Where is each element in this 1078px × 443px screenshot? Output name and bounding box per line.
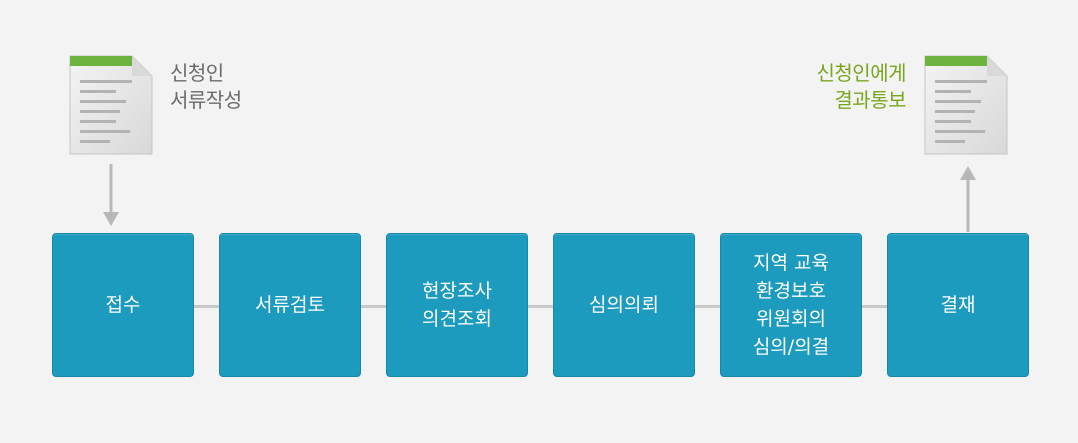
step-label: 결재 [940,294,976,316]
step-committee-deliberation: 지역 교육 환경보호 위원회의 심의/의결 [720,233,862,377]
connector-line [695,305,721,308]
down-arrow-icon [103,164,119,226]
connector-line [361,305,387,308]
step-label: 서류검토 [255,294,325,316]
step-label: 지역 교육 [753,252,829,274]
connector-line [528,305,554,308]
start-label-line: 신청인 [170,61,224,85]
step-label: 심의/의결 [752,336,830,358]
step-label: 위원회의 [756,308,826,330]
step-deliberation-request: 심의의뢰 [553,233,695,377]
step-approval: 결재 [887,233,1029,377]
step-label: 접수 [105,294,141,316]
start-label-line: 서류작성 [170,88,242,112]
start-label: 신청인 서류작성 [170,60,242,114]
step-label: 심의의뢰 [589,294,659,316]
connector-line [194,305,220,308]
step-document-review: 서류검토 [219,233,361,377]
step-label: 현장조사 [422,280,492,302]
connector-line [862,305,888,308]
up-arrow-icon [960,166,976,232]
step-reception: 접수 [52,233,194,377]
end-label-line: 신청인에게 [816,61,907,85]
step-site-survey: 현장조사 의견조회 [386,233,528,377]
step-label: 환경보호 [756,280,826,302]
end-label: 신청인에게 결과통보 [786,60,907,114]
step-label: 의견조회 [422,308,492,330]
end-label-line: 결과통보 [834,88,906,112]
document-icon [924,55,1008,155]
document-icon [69,55,153,155]
